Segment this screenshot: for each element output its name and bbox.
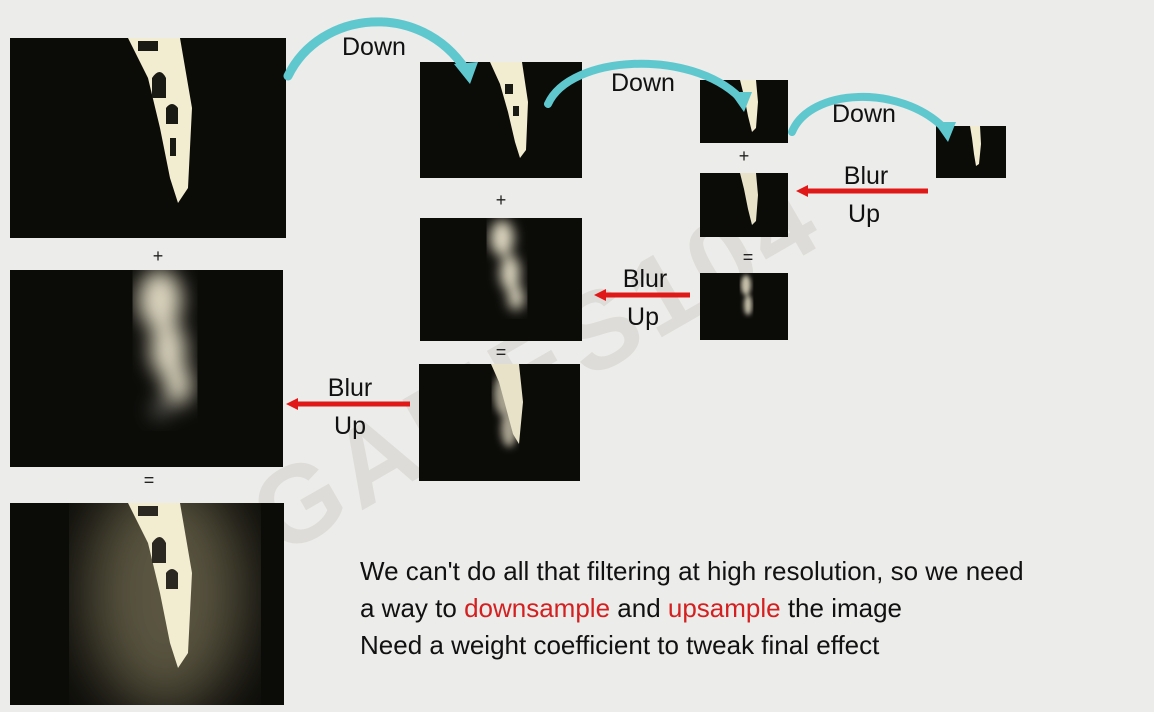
caption-line-2-mid: and xyxy=(610,593,668,623)
up-label-1: Up xyxy=(848,200,880,228)
down-label-1: Down xyxy=(342,33,406,61)
equals-sign: = xyxy=(742,247,754,267)
plus-sign: + xyxy=(495,190,507,210)
down-label-3: Down xyxy=(832,100,896,128)
plus-sign: + xyxy=(152,246,164,266)
combined-quarter-res xyxy=(700,273,788,340)
caption-line-2-prefix: a way to xyxy=(360,593,465,623)
caption: We can't do all that filtering at high r… xyxy=(360,553,1150,664)
bright-pass-quarter-res xyxy=(700,80,788,143)
bright-pass-full-res xyxy=(10,38,286,238)
equals-sign: = xyxy=(143,470,155,490)
downsample-highlight: downsample xyxy=(464,593,611,623)
combined-half-res xyxy=(419,364,580,481)
equals-sign: = xyxy=(495,342,507,362)
caption-line-3: Need a weight coefficient to tweak final… xyxy=(360,630,880,660)
blur-label-1: Blur xyxy=(843,162,889,190)
upsample-highlight: upsample xyxy=(667,593,781,623)
bright-pass-half-res xyxy=(420,62,582,178)
blurred-full-res xyxy=(10,270,283,467)
bright-pass-eighth-res xyxy=(936,126,1006,178)
blur-label-3: Blur xyxy=(327,374,373,402)
up-label-3: Up xyxy=(334,412,366,440)
caption-line-2: a way to downsample and upsample the ima… xyxy=(360,590,1150,627)
up-label-2: Up xyxy=(627,303,659,331)
caption-line-2-suffix: the image xyxy=(780,593,903,623)
blurred-half-res xyxy=(420,218,582,341)
down-label-2: Down xyxy=(611,69,675,97)
caption-line-1: We can't do all that filtering at high r… xyxy=(360,556,1024,586)
blur-label-2: Blur xyxy=(622,265,668,293)
bloom-result xyxy=(10,503,284,705)
blurred-quarter-res xyxy=(700,173,788,237)
up-arrow-3-head xyxy=(286,398,298,410)
plus-sign: + xyxy=(738,146,750,166)
